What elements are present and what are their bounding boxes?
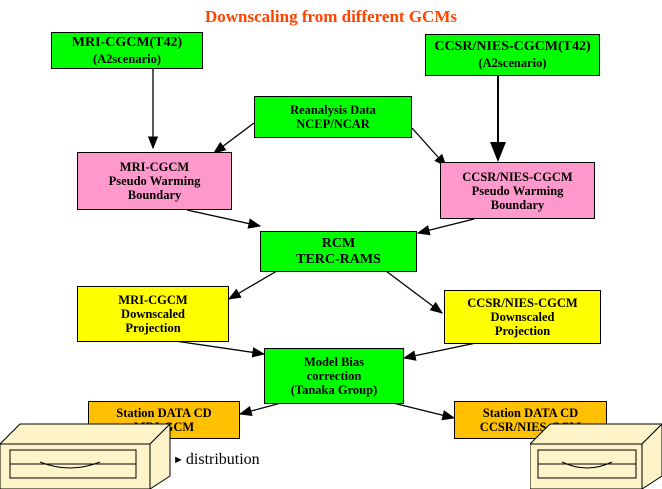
bias-line2: correction (306, 369, 362, 383)
arrow-mri-pseudo-to-rcm (186, 209, 262, 229)
distribution-label: ► distribution (173, 451, 260, 469)
ccsr-downscaled-line2: Downscaled (490, 310, 555, 324)
ccsr-pseudo-line2: Pseudo Warming (471, 183, 564, 198)
rcm-line2: TERC-RAMS (296, 251, 381, 267)
reanalysis-line2: NCEP/NCAR (296, 117, 370, 131)
ccsr-downscaled-line3: Projection (494, 324, 551, 338)
arrow-bias-to-station-mri (238, 402, 282, 416)
rcm-box: RCM TERC-RAMS (260, 231, 417, 272)
reanalysis-line1: Reanalysis Data (290, 103, 376, 117)
mri-pseudo-line1: MRI-CGCM (119, 160, 190, 174)
arrow-mri-down-to-bias (174, 340, 266, 358)
mri-downscaled-line1: MRI-CGCM (118, 293, 188, 307)
rcm-line1: RCM (321, 235, 356, 251)
mri-downscaled-line3: Projection (125, 321, 181, 335)
bias-correction-box: Model Bias correction (Tanaka Group) (264, 348, 404, 404)
disk-drive-right-icon (530, 423, 662, 489)
mri-cgcm-box: MRI-CGCM(T42) (A2scenario) (51, 32, 203, 69)
bias-line1: Model Bias (303, 355, 365, 369)
mri-downscaled-line2: Downscaled (121, 307, 185, 321)
ccsr-cgcm-line2: (A2scenario) (478, 56, 547, 70)
ccsr-pseudo-line1: CCSR/NIES-CGCM (462, 169, 573, 184)
ccsr-downscaled-box: CCSR/NIES-CGCM Downscaled Projection (444, 290, 601, 344)
mri-cgcm-line2: (A2scenario) (92, 51, 162, 66)
disk-drive-left-icon (0, 422, 172, 489)
station-ccsr-line1: Station DATA CD (482, 406, 579, 420)
triangle-bullet-icon: ► (173, 454, 184, 466)
ccsr-cgcm-box: CCSR/NIES-CGCM(T42) (A2scenario) (425, 34, 600, 76)
ccsr-cgcm-line1: CCSR/NIES-CGCM(T42) (434, 39, 591, 54)
ccsr-pseudo-box: CCSR/NIES-CGCM Pseudo Warming Boundary (440, 162, 595, 219)
arrow-reanalysis-to-ccsr-pseudo (411, 127, 447, 167)
reanalysis-box: Reanalysis Data NCEP/NCAR (254, 96, 412, 138)
bias-line3: (Tanaka Group) (290, 383, 378, 397)
mri-downscaled-box: MRI-CGCM Downscaled Projection (77, 286, 229, 342)
distribution-text: distribution (185, 451, 260, 468)
mri-pseudo-box: MRI-CGCM Pseudo Warming Boundary (77, 152, 232, 210)
mri-pseudo-line2: Pseudo Warming (108, 174, 201, 188)
arrow-ccsr-down-to-bias (402, 342, 477, 361)
arrow-rcm-to-ccsr-down (385, 270, 444, 314)
arrow-reanalysis-to-mri-pseudo (212, 122, 255, 154)
arrow-ccsr-pseudo-to-rcm (416, 218, 475, 236)
diagram-title: Downscaling from different GCMs (205, 7, 457, 26)
ccsr-downscaled-line1: CCSR/NIES-CGCM (467, 296, 578, 310)
ccsr-pseudo-line3: Boundary (490, 197, 545, 212)
arrow-rcm-to-mri-down (227, 267, 283, 300)
arrow-bias-to-station-ccsr (392, 402, 456, 421)
station-mri-line1: Station DATA CD (116, 406, 212, 420)
mri-pseudo-line3: Boundary (127, 188, 182, 202)
mri-cgcm-line1: MRI-CGCM(T42) (71, 34, 183, 50)
